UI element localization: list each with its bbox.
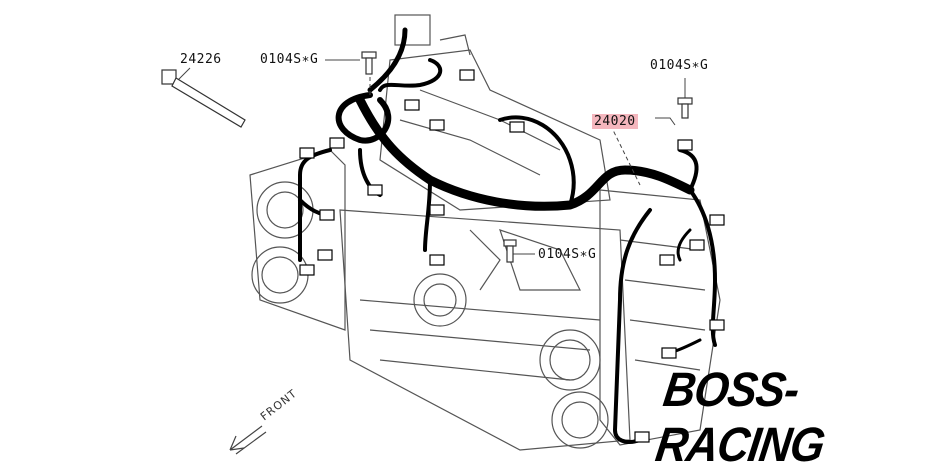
callout-bolt-center: 0104S∗G — [538, 247, 597, 262]
boss-racing-watermark: BOSS-RACING — [652, 363, 828, 472]
cable-tie-part — [161, 69, 246, 128]
bolt-icons — [361, 51, 693, 263]
callout-bolt-top-left: 0104S∗G — [260, 52, 319, 67]
front-arrow-icon — [229, 425, 267, 455]
bolt-top-right-icon — [677, 97, 693, 119]
harness-connectors — [299, 69, 725, 443]
callout-24226: 24226 — [180, 52, 222, 67]
bolt-center-icon — [503, 239, 517, 263]
wiring-harness — [298, 27, 717, 444]
callout-24020: 24020 — [592, 114, 638, 129]
bolt-top-left-icon — [361, 51, 377, 75]
callout-bolt-top-right: 0104S∗G — [650, 58, 709, 73]
engine-block — [249, 14, 721, 451]
